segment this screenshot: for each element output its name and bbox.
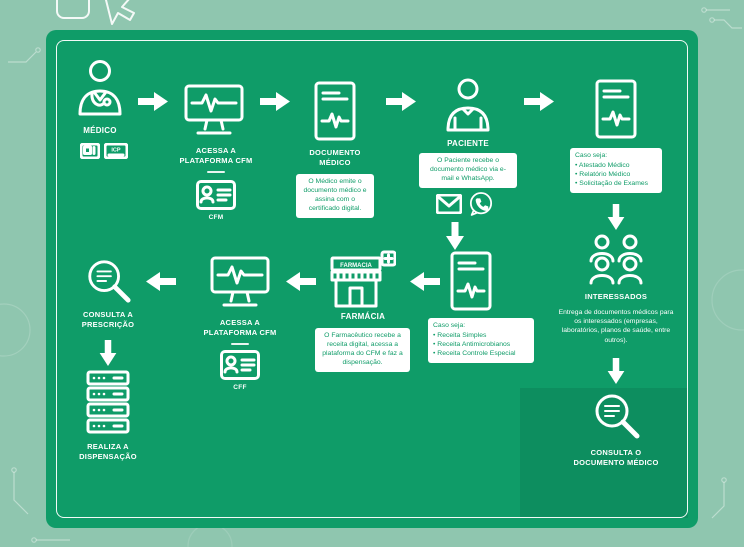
pharmacy-storefront-icon: FARMACIA (330, 250, 396, 308)
acessa-cfm-2-label: ACESSA A PLATAFORMA CFM (203, 318, 277, 337)
doctor-icon (78, 60, 122, 116)
prescription-document-icon (450, 251, 492, 311)
server-stack-icon (86, 370, 130, 434)
cursor-decoration (56, 0, 135, 25)
acessa-cfm-1-label: ACESSA A PLATAFORMA CFM (179, 146, 253, 165)
documento-medico-note: O Médico emite o documento médico e assi… (296, 174, 374, 218)
documento-medico-label: DOCUMENTO MÉDICO (309, 148, 361, 167)
pharmacy-sign-text: FARMACIA (340, 263, 372, 269)
computer-monitor-icon (184, 84, 244, 135)
case-item: Receita Controle Especial (433, 350, 529, 359)
case-item: Atestado Médico (575, 162, 657, 171)
medical-document-icon (314, 81, 356, 141)
panel-inner-border (56, 40, 688, 518)
case-title: Caso seja: (433, 322, 466, 329)
divider-line (207, 171, 225, 173)
farmacia-note: O Farmacêutico recebe a receita digital,… (315, 328, 410, 372)
paciente-label: PACIENTE (447, 139, 489, 148)
digital-certificate-icon (80, 143, 100, 159)
medico-label: MÉDICO (83, 126, 117, 135)
divider-line (231, 343, 249, 345)
icp-card-text: ICP (111, 148, 121, 154)
magnifier-prescription-icon (88, 260, 131, 303)
farmacia-label: FARMÁCIA (340, 312, 386, 321)
patient-icon (446, 78, 490, 132)
case-item: Receita Antimicrobianos (433, 341, 529, 350)
arrow-down-icon (607, 358, 625, 384)
computer-monitor-icon (210, 256, 270, 307)
interessados-note: Entrega de documentos médicos para os in… (558, 309, 674, 344)
cff-badge-label: CFF (233, 384, 247, 391)
paciente-note: O Paciente recebe o documento médico via… (419, 153, 517, 188)
email-envelope-icon (436, 194, 462, 214)
case-title: Caso seja: (575, 152, 608, 159)
cff-id-card-icon (220, 350, 260, 380)
magnifier-document-icon (595, 394, 640, 439)
arrow-right-icon (386, 92, 416, 111)
arrow-right-icon (260, 92, 290, 111)
cfm-badge-label: CFM (208, 214, 224, 221)
cfm-id-card-icon (196, 180, 236, 210)
realiza-dispensacao-label: REALIZA A DISPENSAÇÃO (79, 442, 137, 461)
people-group-icon (589, 234, 643, 285)
arrow-down-icon (446, 222, 464, 250)
case-item: Relatório Médico (575, 171, 657, 180)
consulta-prescricao-label: CONSULTA A PRESCRIÇÃO (81, 310, 135, 329)
panel-shaded-area (520, 388, 688, 518)
case-box-prescriptions: Caso seja: Receita Simples Receita Antim… (428, 318, 534, 363)
case-item: Solicitação de Exames (575, 180, 657, 189)
whatsapp-icon (469, 192, 493, 216)
arrow-down-icon (99, 340, 117, 366)
arrow-right-icon (524, 92, 554, 111)
arrow-left-icon (286, 272, 316, 291)
arrow-left-icon (146, 272, 176, 291)
case-item: Receita Simples (433, 332, 529, 341)
arrow-down-icon (607, 204, 625, 230)
consulta-documento-label: CONSULTA O DOCUMENTO MÉDICO (573, 448, 659, 467)
interessados-label: INTERESSADOS (584, 292, 648, 301)
icp-card-icon: ICP (104, 143, 128, 159)
arrow-left-icon (410, 272, 440, 291)
document-icon (595, 79, 637, 139)
arrow-right-icon (138, 92, 168, 111)
case-box-documents: Caso seja: Atestado Médico Relatório Méd… (570, 148, 662, 193)
